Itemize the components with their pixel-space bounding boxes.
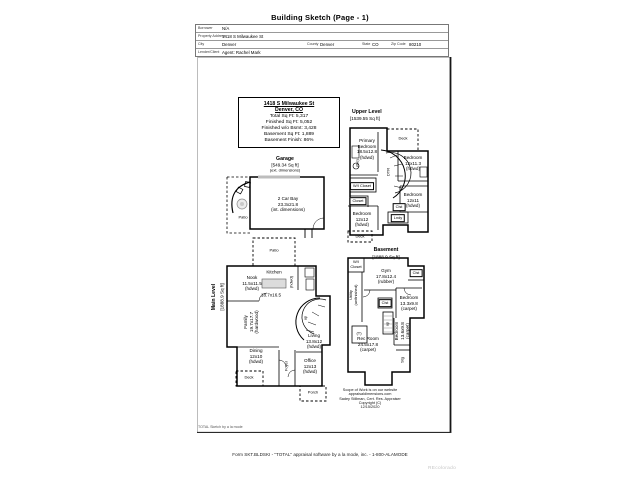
zip-label: Zip Code xyxy=(391,42,406,47)
room-label-foyer: Foyer xyxy=(283,360,289,372)
room-label-office: Office 12x13 (hdwd) xyxy=(302,357,318,374)
room-label-gym: Gym 17.8x12.4 (rubber) xyxy=(375,267,397,284)
summary-address: 1418 S Milwaukee St xyxy=(263,100,315,107)
basement-sqft: [1888.9 Sq ft] xyxy=(372,254,400,260)
room-label-utility: Utility (unfinished) xyxy=(348,284,358,306)
city-label: City xyxy=(198,42,205,47)
room-label-bsmt-bedroom1: Bedroom 13.3x9.8 (carpet) xyxy=(399,294,419,311)
main-level-sqft: [1888.9 Sq ft] xyxy=(219,283,225,311)
kitchen-floor-note: (hdwd) xyxy=(288,275,294,289)
summary-basement-finish: Basement Finish: 86% xyxy=(264,138,314,143)
room-label-patio: Patio xyxy=(269,247,279,253)
room-label-bedroom-12x11: Bedroom 12x11 (hdwd) xyxy=(403,191,423,208)
scope-line-1: Scope of Work is on our website xyxy=(342,388,398,392)
state-label: State xyxy=(362,42,371,47)
lender-value: Agent: Rachel Mark xyxy=(222,50,261,55)
basement-title: Basement xyxy=(373,246,399,253)
room-label-bsmt-wi-closet: W/I Closet xyxy=(350,259,362,269)
scope-line-2: appraisaldimensions.com xyxy=(348,392,392,397)
room-label-bsmt-clst2: Clst xyxy=(378,299,392,307)
summary-city-state: Denver, CO xyxy=(275,107,303,113)
room-label-bedroom-12x12: Bedroom 12x12 (hdwd) xyxy=(352,210,372,227)
scope-of-work-note: Scope of Work is on our website appraisa… xyxy=(330,388,410,410)
room-label-closet: Closet xyxy=(349,197,367,205)
summary-finished-sqft: Finished Sq Ft: 5,052 xyxy=(265,119,313,125)
bath-tile-note: (tile) xyxy=(354,159,360,167)
county-value: Denver xyxy=(320,42,335,47)
room-label-bsmt-bedroom2: Bedroom 13.6x9.8 (carpet) xyxy=(393,321,410,341)
room-label-wi-closet: W/I Closet xyxy=(350,182,374,190)
borrower-label: Borrower xyxy=(198,26,213,31)
upper-level-title: Upper Level xyxy=(352,109,382,115)
property-summary-box: 1418 S Milwaukee St Denver, CO Total Sq … xyxy=(238,97,340,149)
room-label-family: Family 19.7x17.7 (hardwood) xyxy=(242,310,259,334)
main-stair-up-label: up xyxy=(302,315,308,321)
form-row-city: City Denver County Denver State CO Zip C… xyxy=(196,40,448,48)
room-label-laundry: Lndy xyxy=(390,214,406,222)
room-label-nook: Nook 11.5x11.5 (hdwd) xyxy=(242,274,262,291)
property-address-label: Property Address xyxy=(198,34,226,39)
form-row-address: Property Address 1418 S Milwaukee St xyxy=(196,32,448,40)
garage-ext-note: (ext. dimensions) xyxy=(269,167,301,173)
county-label: County xyxy=(307,42,319,47)
room-label-kitchen: Kitchen xyxy=(266,269,282,275)
upper-level-sqft: [1539.55 Sq ft] xyxy=(350,116,380,121)
form-footer: Form SKT.BLDSKI - "TOTAL" appraisal soft… xyxy=(232,452,408,457)
city-value: Denver xyxy=(222,42,237,47)
form-row-borrower: Borrower N/A xyxy=(196,25,448,32)
garage-sqft: [549.34 Sq ft] xyxy=(271,162,299,168)
lender-label: Lender/Client xyxy=(198,50,220,55)
room-label-living: Living 13.8x12 (hdwd) xyxy=(305,332,323,349)
room-label-stg: Stg xyxy=(399,356,405,364)
recolorado-watermark: REcolorado xyxy=(428,466,457,471)
room-label-upper-deck2: Deck xyxy=(355,233,365,239)
bsmt-stair-up-label: up xyxy=(384,321,390,327)
header-form: Borrower N/A Property Address 1418 S Mil… xyxy=(195,24,449,57)
room-label-porch: Porch xyxy=(307,389,319,395)
borrower-value: N/A xyxy=(222,26,230,31)
room-label-rec-room: Rec Room 24.5x17.8 (carpet) xyxy=(357,335,379,352)
room-label-bsmt-clst1: Clst xyxy=(409,269,423,277)
room-label-dining: Dining 12x10 (hdwd) xyxy=(248,347,264,364)
room-label-upper-deck: Deck xyxy=(398,135,408,141)
main-level-title: Main Level xyxy=(210,283,217,311)
room-label-t: (T) xyxy=(356,330,362,336)
property-address-value: 1418 S Milwaukee St xyxy=(222,34,264,39)
sketch-software-credit: TOTAL Sketch by a la mode xyxy=(198,425,243,429)
garage-title: Garage xyxy=(276,155,294,162)
zip-value: 80210 xyxy=(409,42,422,47)
room-label-garage-patio: Patio xyxy=(238,214,248,220)
scope-line-3: Sadey Stillman, Cert. Res. Appraiser xyxy=(339,396,401,401)
summary-basement-sqft: Basement Sq Ft: 1,889 xyxy=(263,131,315,137)
room-label-clst-upper: Clst xyxy=(392,203,406,211)
summary-finished-wo-bsmt: Finished w/o Bsmt: 3,428 xyxy=(261,125,317,131)
scope-line-5: 12/15/2020 xyxy=(360,405,380,410)
stair-dtr-label: DTR xyxy=(385,167,391,177)
form-row-lender: Lender/Client Agent: Rachel Mark xyxy=(196,48,448,56)
scope-line-4: Copyright (C) xyxy=(358,401,382,406)
room-label-primary-bedroom: Primary Bedroom 18.5x12.8 (hdwd) xyxy=(356,138,378,160)
kitchen-dimensions: 18.7x16.5 xyxy=(260,292,282,298)
room-label-garage-bay: 2 Car Bay 23.3x21.8 (int. dimensions) xyxy=(271,195,305,212)
room-label-bedroom-12x113: Bedroom 12x11.3 (hdwd) xyxy=(403,154,423,171)
state-value: CO xyxy=(372,42,379,47)
page-title: Building Sketch (Page - 1) xyxy=(271,13,369,22)
summary-total-sqft: Total Sq Ft: 5,317 xyxy=(269,113,309,119)
room-label-deck: Deck xyxy=(244,374,254,380)
